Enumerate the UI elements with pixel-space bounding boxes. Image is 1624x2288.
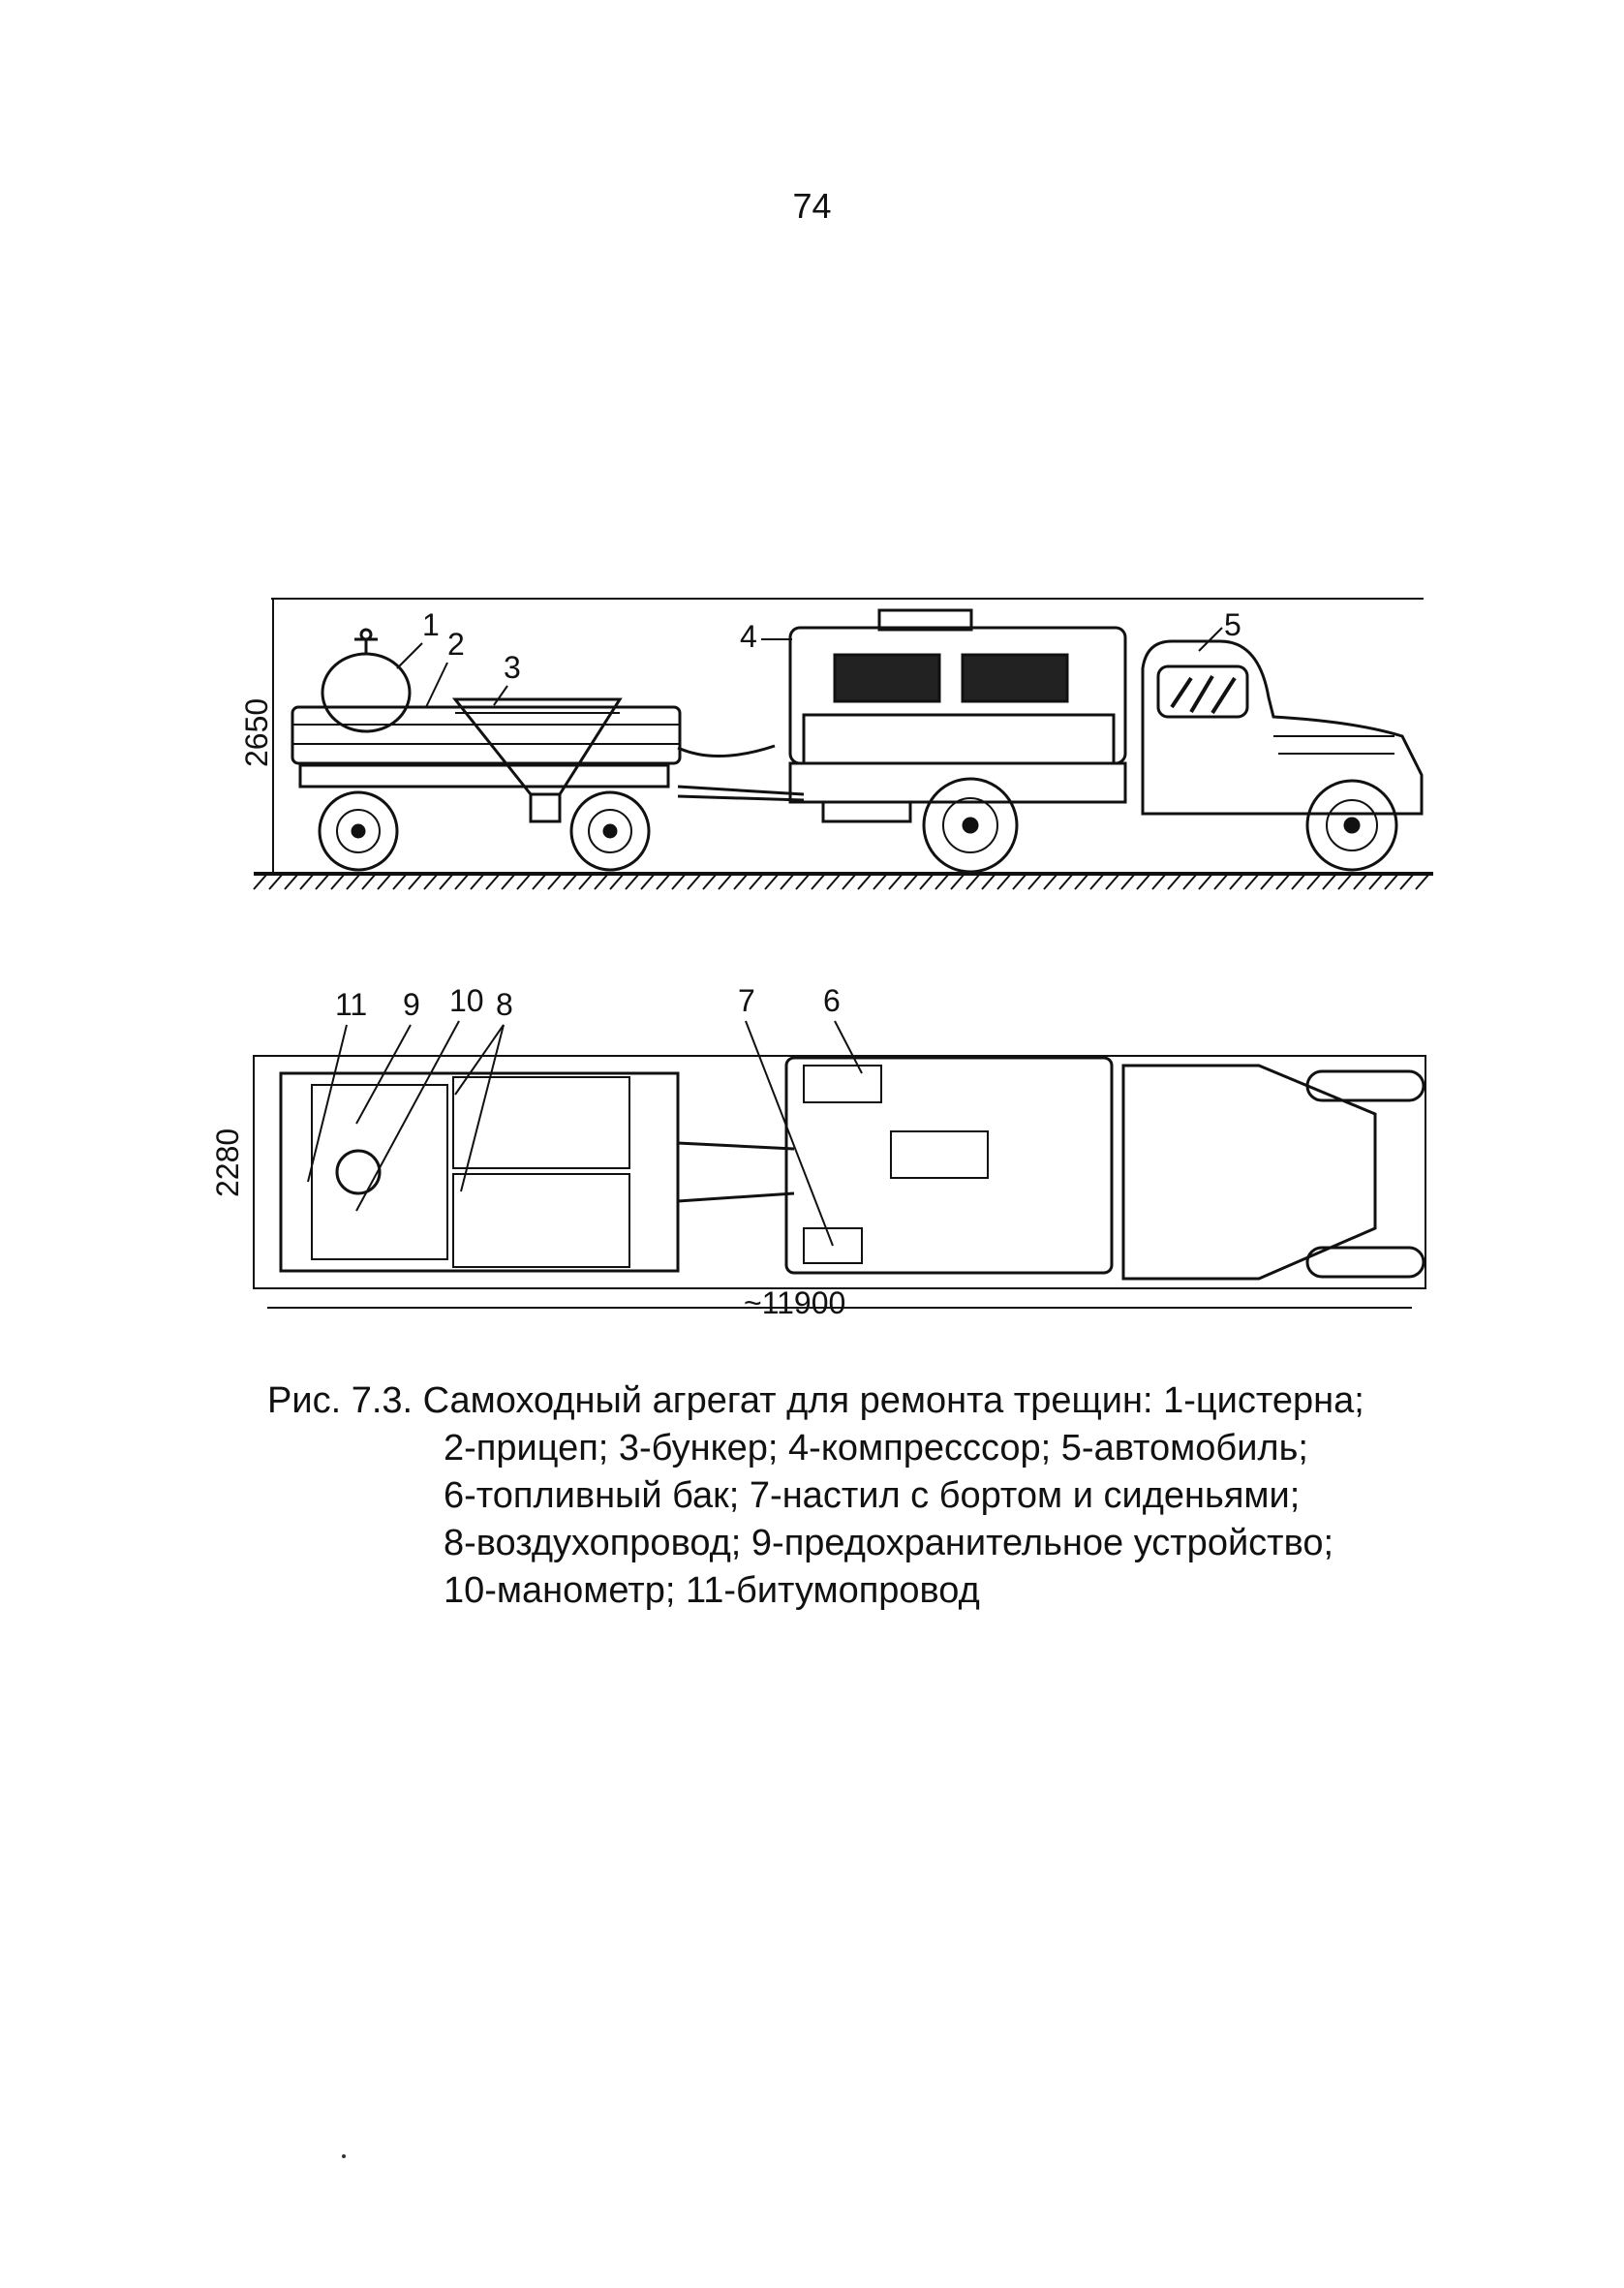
caption-line-5: 10-манометр; 11-битумопровод	[444, 1570, 980, 1611]
tank	[321, 628, 412, 733]
caption-line-3: 6-топливный бак; 7-настил с бортом и сид…	[444, 1475, 1301, 1516]
ground	[253, 872, 1433, 890]
truck-cab	[1141, 639, 1424, 816]
cab-top	[1121, 1064, 1377, 1281]
height-dimension-label: 2650	[239, 698, 274, 767]
truck-body-top	[784, 1056, 1114, 1275]
top-view-outline	[253, 1055, 1426, 1289]
top-label-7: 7	[738, 983, 755, 1018]
trailer	[291, 705, 805, 802]
caption-line-4: 8-воздухопровод; 9-предохранительное уст…	[444, 1523, 1334, 1563]
fuel-tank-top	[890, 1130, 989, 1179]
trailer-bin-upper	[452, 1076, 630, 1169]
caption-line-1: Рис. 7.3. Самоходный агрегат для ремонта…	[267, 1380, 1364, 1421]
trailer-bin-lower	[452, 1173, 630, 1268]
seat-1	[803, 1065, 882, 1103]
top-label-9: 9	[403, 987, 420, 1022]
side-view: 2650	[239, 598, 1433, 890]
truck-wheel-rear	[922, 777, 1019, 874]
page-number: 74	[792, 186, 832, 226]
side-label-1: 1	[422, 607, 440, 642]
fender-left	[1305, 1069, 1425, 1102]
side-label-2: 2	[447, 627, 465, 662]
figure-caption: Рис. 7.3. Самоходный агрегат для ремонта…	[267, 1377, 1410, 1615]
stray-dot	[342, 2154, 346, 2158]
hitch	[677, 1141, 795, 1203]
compressor	[788, 608, 1127, 765]
seat-2	[803, 1227, 863, 1264]
figure-7-3: 2650	[210, 598, 1433, 1320]
air-hose	[677, 744, 776, 758]
caption-line-2: 2-прицеп; 3-бункер; 4-компресссор; 5-авт…	[444, 1428, 1308, 1469]
side-label-5: 5	[1224, 607, 1241, 642]
truck-platform	[788, 761, 1127, 804]
trailer-wheel-front	[569, 790, 651, 872]
trailer-wheel-rear	[318, 790, 399, 872]
width-dimension-label: 2280	[210, 1129, 245, 1197]
top-view: 2280 ~11900 11 9 10 8 7 6	[210, 983, 1426, 1320]
hopper	[451, 697, 623, 823]
tank-top	[311, 1084, 448, 1260]
top-label-6: 6	[823, 983, 841, 1018]
top-label-11: 11	[335, 987, 367, 1022]
fender-right	[1305, 1246, 1425, 1279]
top-label-10: 10	[449, 983, 484, 1018]
length-dimension-label: ~11900	[744, 1285, 845, 1320]
side-label-4: 4	[740, 619, 757, 654]
fuel-tank-side	[821, 800, 912, 823]
side-label-3: 3	[504, 650, 521, 685]
top-label-8: 8	[496, 987, 513, 1022]
trailer-top	[279, 1071, 680, 1273]
tank-hatch	[335, 1149, 382, 1195]
truck-wheel-front	[1305, 779, 1398, 872]
